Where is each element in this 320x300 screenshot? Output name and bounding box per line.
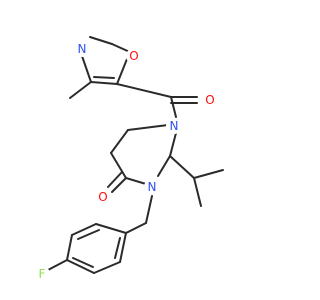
fluorophenyl-ring bbox=[47, 223, 127, 274]
bond-aryl-5 bbox=[93, 261, 121, 274]
structure-canvas: N O O N N O F bbox=[34, 36, 224, 282]
bond-oxazole-c4-n bbox=[81, 55, 92, 83]
bond-aryl-inner-1 bbox=[77, 229, 100, 240]
bond-isopropyl-1 bbox=[169, 155, 195, 179]
atom-label-ring-n-top: N bbox=[170, 119, 179, 133]
diazepane-ring bbox=[110, 124, 177, 185]
atom-label-oxazole-n: N bbox=[78, 42, 87, 56]
bond-lactam-o-double bbox=[107, 171, 123, 188]
bond-methyl bbox=[69, 81, 92, 99]
bond-ring-4 bbox=[125, 177, 147, 185]
bond-aryl-4 bbox=[66, 259, 95, 274]
bond-ring-2 bbox=[110, 129, 129, 154]
bond-carbonyl-n bbox=[170, 96, 177, 118]
bond-ring-3 bbox=[110, 152, 127, 179]
bond-lactam-o bbox=[111, 177, 127, 193]
atom-bg bbox=[202, 92, 218, 108]
molecule-structure-diagram: N O O N N O F bbox=[34, 36, 224, 282]
atom-bg bbox=[126, 48, 142, 64]
atom-label-oxazole-o: O bbox=[129, 49, 138, 63]
atom-bg bbox=[95, 189, 111, 205]
bond-ch2-aryl bbox=[125, 222, 147, 234]
bond-oxazole-c5-c4-double bbox=[93, 76, 115, 79]
bond-aryl-2 bbox=[71, 223, 97, 236]
benzyl-group bbox=[125, 195, 153, 234]
bond-aryl-inner-3 bbox=[114, 237, 121, 259]
bond-aryl-f bbox=[47, 259, 68, 271]
carbonyl-linker bbox=[116, 83, 198, 118]
bond-ring-6 bbox=[169, 132, 177, 157]
bond-c5-carbonyl bbox=[116, 83, 172, 98]
atom-labels: N O O N N O F bbox=[34, 41, 218, 282]
atom-bg bbox=[34, 266, 50, 282]
lactam-carbonyl bbox=[107, 171, 127, 193]
isopropyl-group bbox=[169, 155, 224, 207]
atom-label-ring-n-bottom: N bbox=[148, 180, 157, 194]
bond-isopropyl-2 bbox=[193, 169, 224, 179]
oxazole-ring bbox=[69, 36, 133, 99]
atom-label-carbonyl-o: O bbox=[205, 93, 214, 107]
atom-bg bbox=[166, 118, 182, 134]
bond-aryl-3 bbox=[66, 234, 73, 261]
atom-bg bbox=[74, 41, 90, 57]
bond-ring-1 bbox=[127, 124, 169, 131]
bond-oxazole-c5-c4 bbox=[90, 81, 118, 85]
bond-n-ch2 bbox=[145, 195, 153, 224]
atom-label-fluorine: F bbox=[39, 267, 46, 281]
bond-aryl-6 bbox=[119, 232, 127, 263]
bond-aryl-1 bbox=[95, 223, 127, 234]
bond-isopropyl-3 bbox=[193, 177, 202, 207]
atom-label-lactam-o: O bbox=[98, 190, 107, 204]
bond-aryl-inner-2 bbox=[72, 257, 94, 268]
bond-ring-5 bbox=[157, 155, 171, 177]
bond-oxazole-n-c2 bbox=[89, 36, 113, 45]
atom-bg bbox=[144, 179, 160, 195]
bond-oxazole-o-c5 bbox=[116, 58, 128, 85]
